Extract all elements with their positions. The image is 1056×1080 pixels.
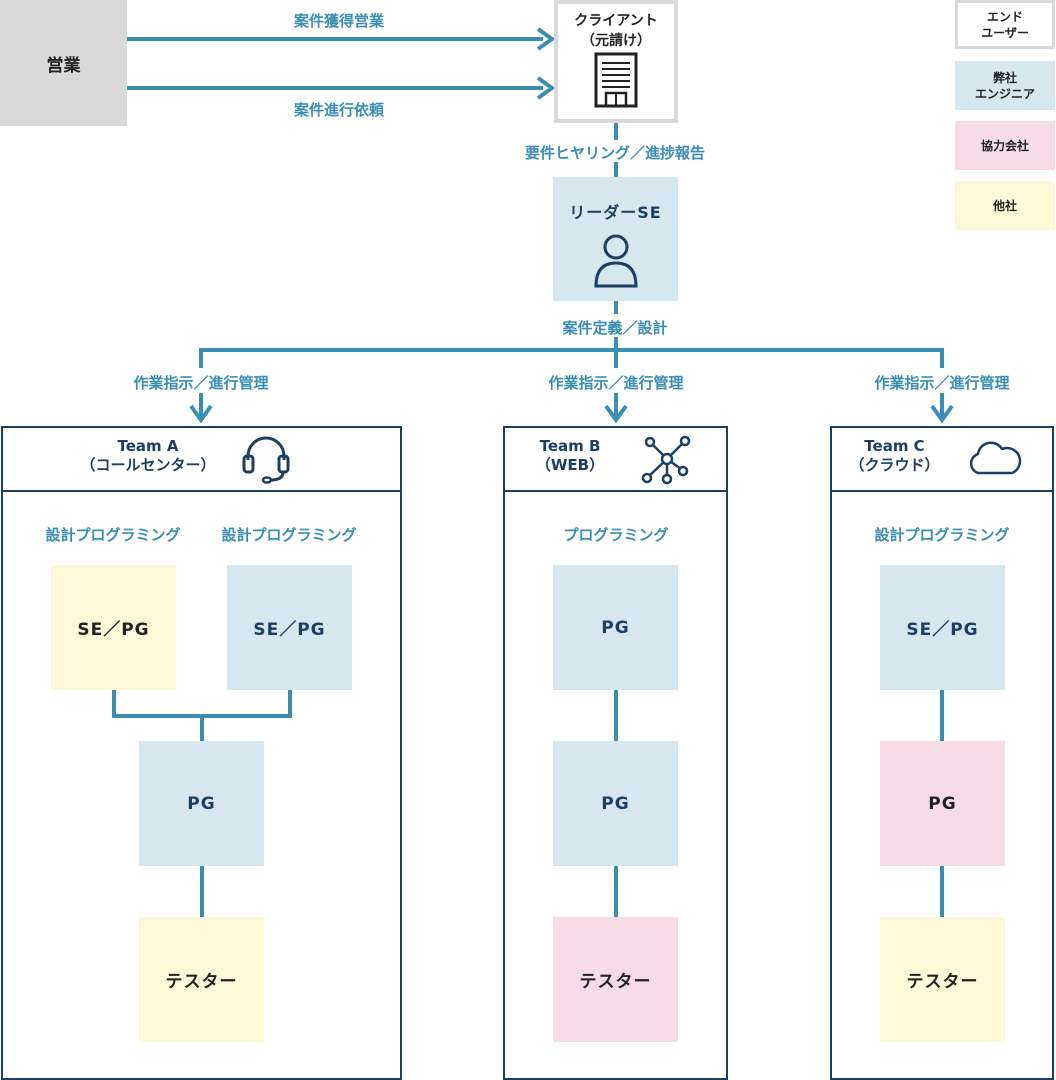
instruct-label-a: 作業指示／進行管理 (133, 374, 269, 392)
request-arrow-line (127, 86, 543, 90)
acquire-arrow-line (127, 37, 543, 41)
team-a-header (3, 428, 400, 492)
cloud-icon (969, 441, 1022, 475)
branch-c-line-bottom (940, 393, 944, 419)
team-a-join-down (200, 714, 204, 741)
team-b-pg-1-label: PG (601, 617, 630, 638)
team-b-tester: テスター (553, 917, 678, 1042)
team-b-pg-2: PG (553, 741, 678, 866)
team-b-title: Team B （WEB） (515, 437, 625, 475)
team-a-role-label-1: 設計プログラミング (45, 526, 181, 544)
legend-own-engineer: 弊社 エンジニア (955, 61, 1055, 110)
define-label: 案件定義／設計 (562, 319, 668, 337)
branch-a-line-bottom (199, 393, 203, 419)
client-leader-line-bottom (614, 162, 618, 177)
instruct-label-b: 作業指示／進行管理 (548, 374, 684, 392)
network-icon (641, 435, 691, 485)
client-subtitle: （元請け） (581, 33, 651, 49)
team-b-header (505, 428, 726, 492)
team-a-sepg-own-label: SE／PG (253, 620, 326, 640)
team-a-pg: PG (139, 741, 264, 866)
team-a-pg-tester-line (200, 866, 204, 917)
branch-b-line-top (614, 348, 618, 368)
team-a-name: Team A (117, 437, 179, 455)
team-c-name: Team C (864, 437, 925, 455)
team-b-line-1 (614, 690, 618, 741)
branch-c-line-top (940, 348, 944, 368)
client-leader-line-top (614, 123, 618, 140)
team-b-pg-1: PG (553, 565, 678, 690)
branch-horizontal-line (199, 348, 944, 352)
team-c-sepg-label: SE／PG (906, 620, 979, 640)
team-c-sub: （クラウド） (849, 456, 940, 474)
team-a-title: Team A （コールセンター） (63, 437, 233, 475)
person-icon (593, 234, 638, 288)
legend-end-user-line2: ユーザー (981, 25, 1029, 40)
team-a-role-label-2: 設計プログラミング (221, 526, 357, 544)
team-b-pg-2-label: PG (601, 793, 630, 814)
leader-se-label: リーダーSE (569, 203, 662, 222)
branch-a-line-top (199, 348, 203, 368)
request-arrowhead (536, 76, 556, 100)
team-a-tester-label: テスター (165, 972, 238, 992)
team-a-panel: Team A （コールセンター） (1, 426, 402, 1080)
acquire-arrowhead (536, 27, 556, 51)
team-c-role-label: 設計プログラミング (874, 526, 1010, 544)
instruct-label-c: 作業指示／進行管理 (874, 374, 1010, 392)
team-c-pg-label: PG (928, 793, 957, 814)
client-title: クライアント (574, 13, 658, 29)
team-a-sepg-own: SE／PG (227, 565, 352, 690)
acquire-label: 案件獲得営業 (293, 12, 385, 30)
sales-label: 営業 (46, 55, 81, 76)
team-c-tester: テスター (880, 917, 1005, 1042)
legend-other-company: 他社 (955, 181, 1055, 230)
legend-end-user: エンド ユーザー (955, 0, 1055, 49)
branch-b-line-bottom (614, 393, 618, 419)
team-a-sepg-other-label: SE／PG (77, 620, 150, 640)
branch-a-arrowhead (189, 404, 213, 424)
legend-partner-label: 協力会社 (980, 138, 1029, 153)
team-c-sepg: SE／PG (880, 565, 1005, 690)
team-b-line-2 (614, 866, 618, 917)
team-b-role-label: プログラミング (563, 526, 669, 544)
team-c-line-1 (940, 690, 944, 741)
branch-b-arrowhead (604, 404, 628, 424)
headset-icon (242, 436, 290, 484)
legend-own-engineer-line2: エンジニア (974, 86, 1035, 101)
team-a-join-left (112, 690, 116, 717)
client-box: クライアント （元請け） (554, 0, 678, 123)
team-c-title: Team C （クラウド） (842, 437, 947, 475)
team-a-pg-label: PG (187, 793, 216, 814)
team-b-tester-label: テスター (579, 972, 652, 992)
hearing-label: 要件ヒヤリング／進捗報告 (524, 144, 706, 162)
team-b-panel: Team B （WEB） (503, 426, 728, 1080)
team-c-line-2 (940, 866, 944, 917)
team-c-header (832, 428, 1052, 492)
legend-end-user-line1: エンド (986, 9, 1023, 24)
team-c-tester-label: テスター (906, 972, 979, 992)
building-icon (594, 52, 638, 108)
team-a-sepg-other: SE／PG (51, 565, 176, 690)
leader-se-box: リーダーSE (553, 177, 678, 301)
team-b-sub: （WEB） (535, 456, 605, 474)
request-label: 案件進行依頼 (293, 101, 385, 119)
branch-c-arrowhead (930, 404, 954, 424)
team-a-join-right (288, 690, 292, 717)
team-a-tester: テスター (139, 917, 264, 1042)
legend-partner: 協力会社 (955, 121, 1055, 170)
team-b-name: Team B (539, 437, 601, 455)
legend-own-engineer-line1: 弊社 (992, 70, 1017, 85)
team-c-pg: PG (880, 741, 1005, 866)
sales-box: 営業 (0, 0, 127, 126)
leader-down-line-bottom (614, 337, 618, 351)
leader-down-line-top (614, 301, 618, 314)
team-a-sub: （コールセンター） (80, 456, 216, 474)
legend-other-company-label: 他社 (992, 198, 1017, 213)
team-c-panel: Team C （クラウド） (830, 426, 1054, 1080)
